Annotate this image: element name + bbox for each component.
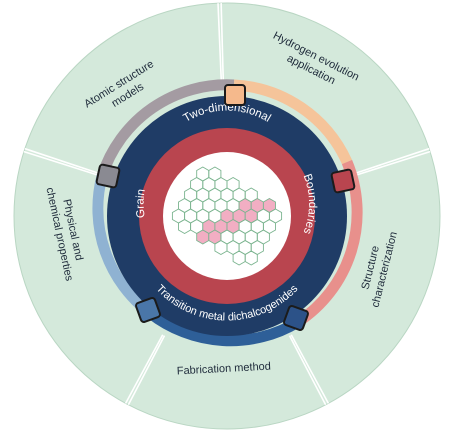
sector-divider-line (220, 3, 225, 82)
sector-divider-line (124, 334, 164, 404)
ring-label-boundaries: Boundaries (301, 173, 319, 236)
connector-node-right (330, 168, 356, 194)
hexagonal-lattice (171, 166, 283, 266)
sector-divider-line (24, 147, 100, 175)
arc-blue (146, 308, 301, 347)
arc-orange (233, 79, 353, 165)
grain-boundary-cell (196, 229, 210, 245)
connector-node-bottom-right (283, 305, 309, 331)
sector-dividers (23, 3, 431, 406)
lattice-cell (244, 250, 258, 266)
arc-gray (96, 79, 235, 178)
sector-divider-line (354, 147, 430, 175)
connector-node-bottom-left (135, 297, 161, 323)
connector-node-left (95, 163, 121, 189)
connector-node-top (224, 84, 246, 106)
arc-light-blue (92, 174, 154, 318)
sector-divider-line (23, 150, 99, 176)
ring-label-grain: Grain (135, 188, 148, 219)
sector-divider-line (355, 150, 431, 176)
sector-divider-line (217, 3, 223, 82)
sector-divider-line (288, 335, 327, 406)
sector-divider-line (127, 335, 166, 406)
sector-divider-line (290, 334, 330, 404)
sector-label-fabrication-method: Fabrication method (177, 361, 272, 378)
